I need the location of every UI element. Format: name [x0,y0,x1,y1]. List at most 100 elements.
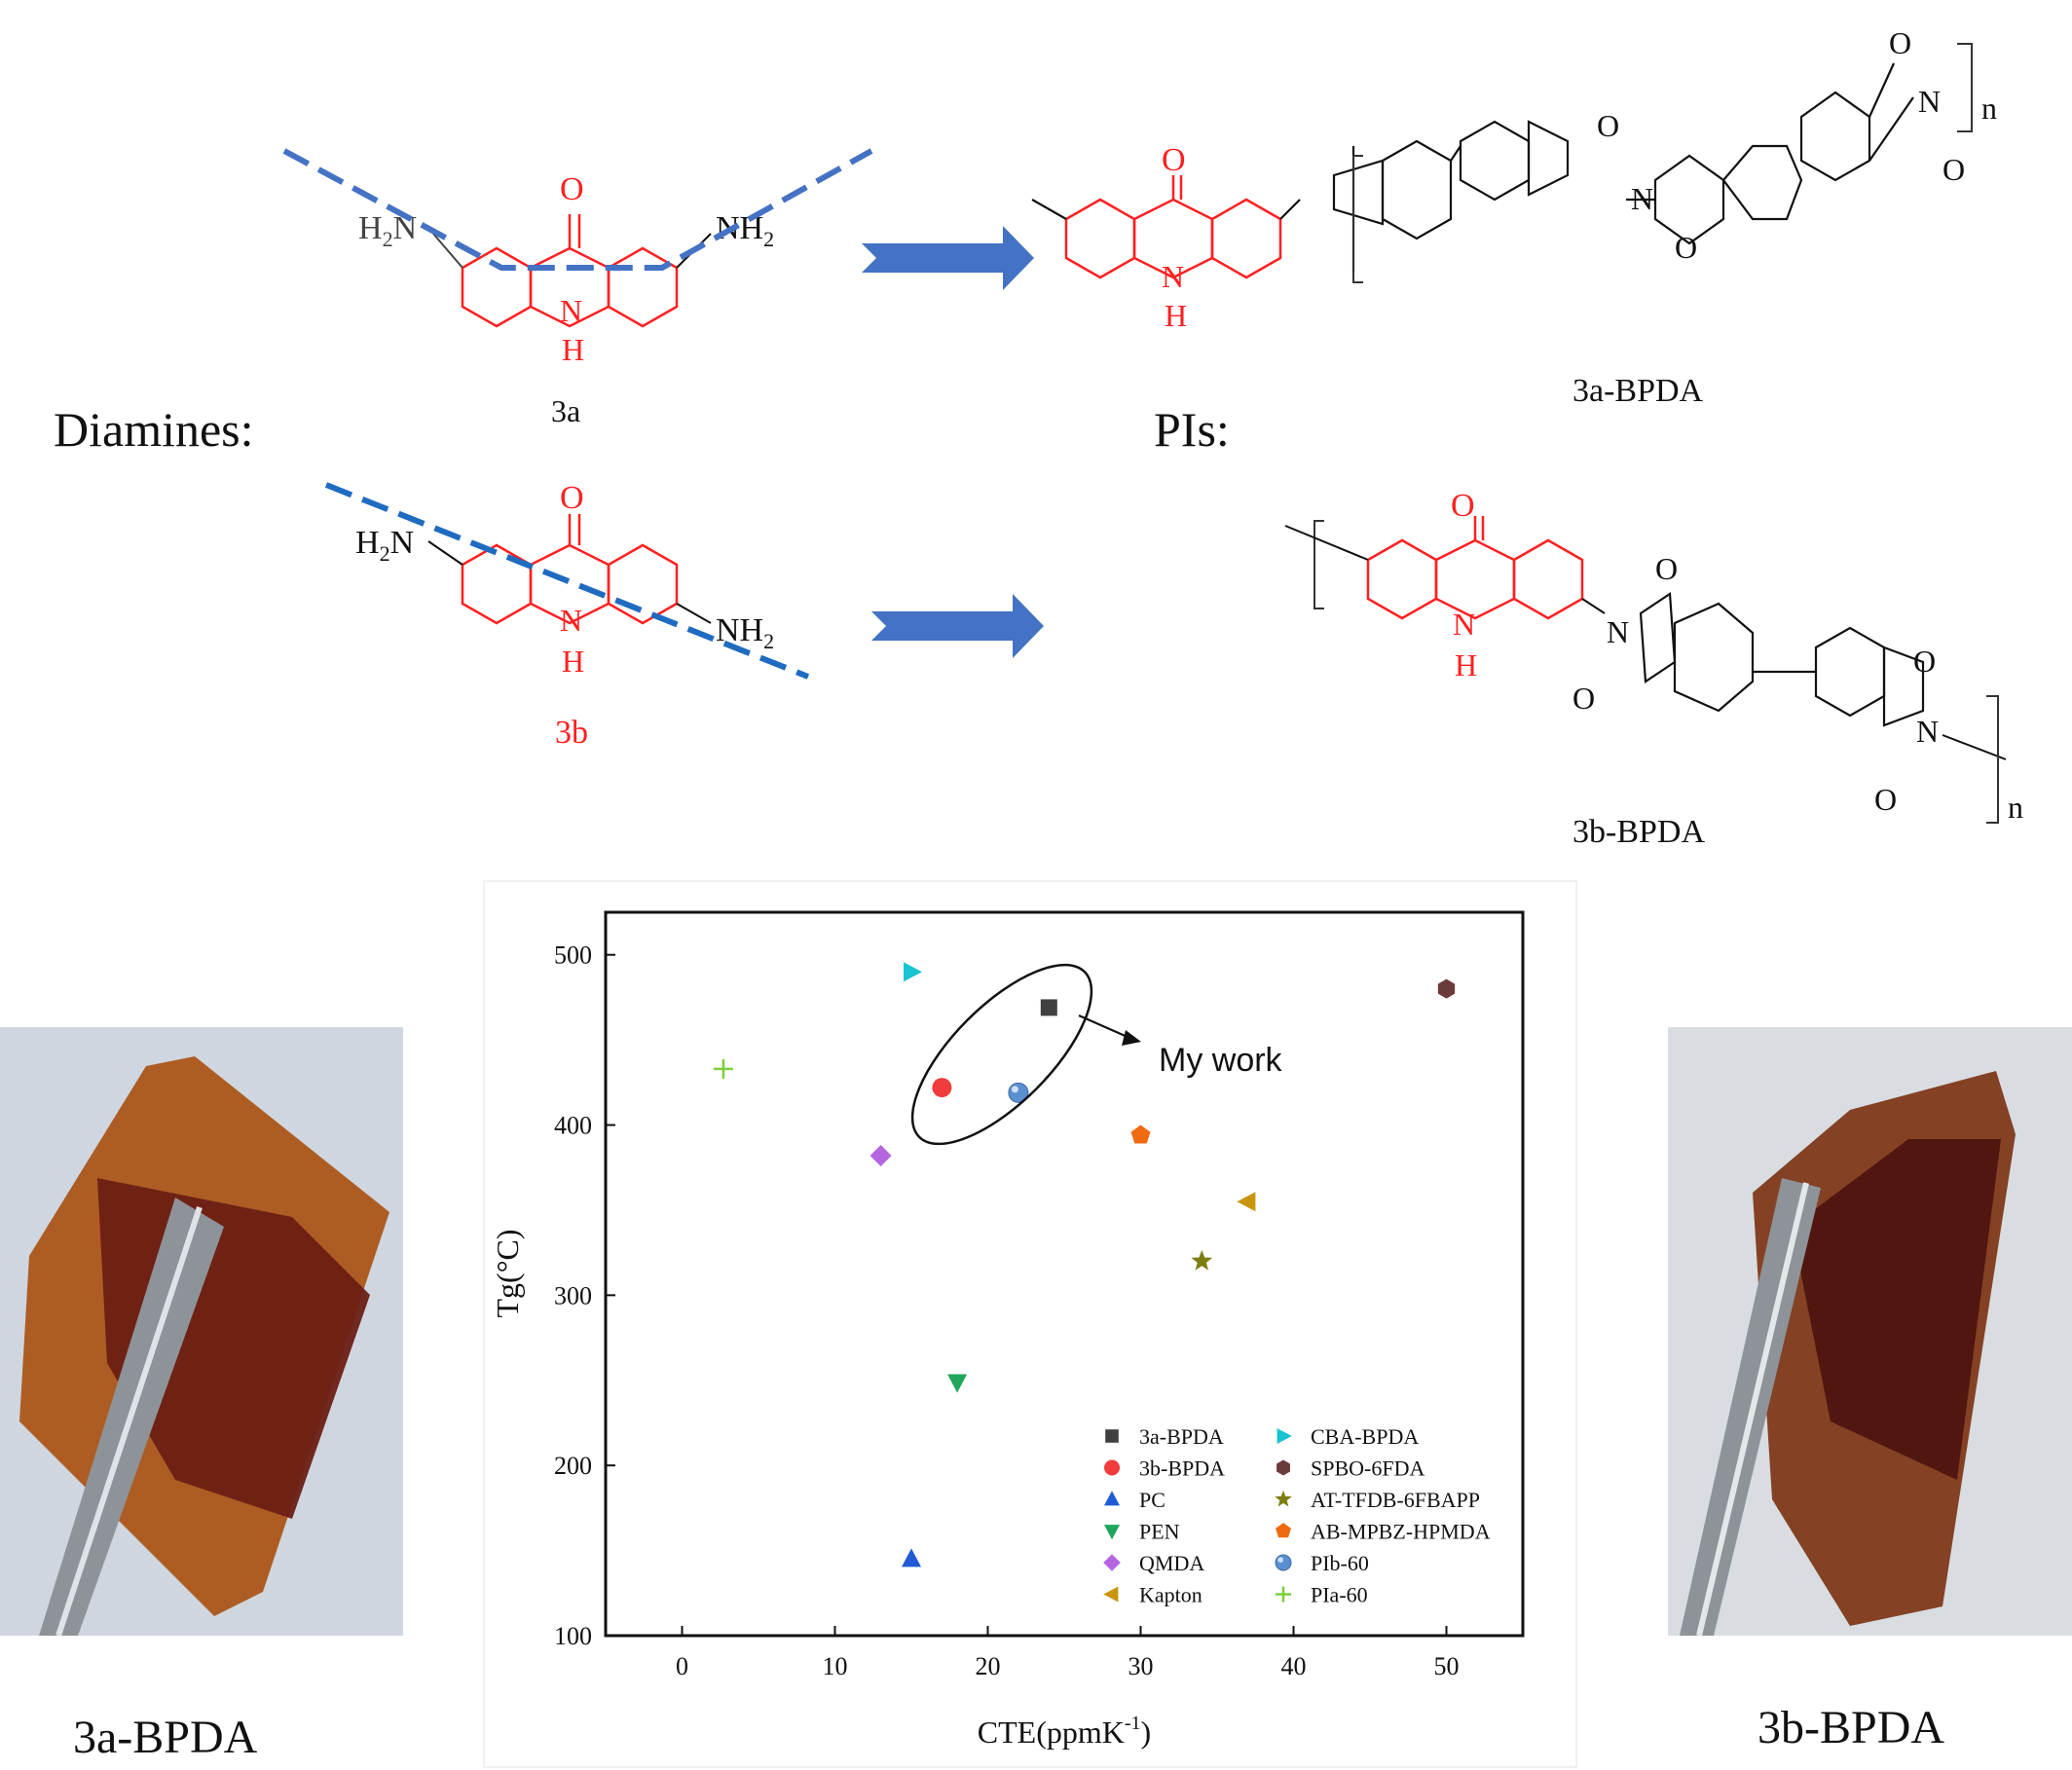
amine-left-3a: H2N [358,210,417,251]
point-pc [902,1548,921,1567]
chart-legend: 3a-BPDA 3b-BPDA PC PEN QMDA Kapton CBA-BPDA SPB… [1103,1424,1491,1607]
x-tick-label: 30 [1128,1652,1154,1680]
legend-marker-at-tfdb-6fbapp [1275,1490,1292,1507]
legend-marker-pen [1104,1525,1120,1540]
atom-n-3b: N [560,603,582,638]
atom-o2-p3a: O [1597,108,1619,143]
my-work-highlight-ellipse [910,963,1093,1146]
compound-3b-label: 3b [555,715,588,751]
x-tick-label: 0 [676,1652,688,1680]
atom-n-p3a: N [1162,259,1184,294]
legend-marker-cba-bpda [1276,1428,1292,1444]
compound-3a-label: 3a [551,393,580,428]
photo-right-caption: 3b-BPDA [1758,1702,1944,1753]
legend-label-kapton: Kapton [1139,1583,1202,1607]
x-axis-label: CTE(ppmK-1) [978,1713,1151,1750]
atom-n3-p3b: N [1916,714,1939,749]
point-kapton [1237,1192,1256,1212]
atom-h-p3b: H [1455,647,1477,682]
point-pia-60 [713,1058,733,1079]
amine-left-3b: H2N [355,525,414,566]
atom-h-3a: H [562,332,584,367]
photo-left-caption: 3a-BPDA [73,1712,258,1763]
legend-label-pc: PC [1139,1488,1166,1512]
point-3b-bpda [932,1078,952,1098]
polymer-3b-bpda-structure: O N H O N O O N O n [1284,488,2023,825]
legend-label-3a-bpda: 3a-BPDA [1139,1424,1224,1449]
legend-label-cba-bpda: CBA-BPDA [1311,1424,1419,1449]
y-tick-label: 300 [554,1281,592,1309]
y-tick-label: 500 [554,941,592,970]
photo-3a-bpda-film [0,1027,403,1637]
legend-marker-pc [1104,1491,1120,1506]
x-tick-label: 50 [1434,1652,1460,1680]
plot-area-frame [604,910,1525,1638]
atom-o4-p3a: O [1889,25,1911,60]
point-cba-bpda [904,962,922,982]
atom-o2-p3b: O [1655,551,1678,586]
photo-3b-bpda-film [1668,1027,2072,1637]
point-pib-60-highlight [1011,1086,1018,1093]
legend-label-pia-60: PIa-60 [1311,1583,1368,1607]
legend-label-pib-60: PIb-60 [1311,1551,1369,1575]
atom-n3-p3a: N [1918,84,1941,119]
legend-label-pen: PEN [1139,1520,1180,1544]
repeat-n-p3a: n [1981,91,1997,126]
atom-o-3a: O [560,171,584,207]
x-tick-label: 40 [1281,1652,1307,1680]
atom-o-p3a: O [1162,142,1186,178]
point-qmda [870,1144,892,1166]
diamine-3b-structure: O N H H2N NH2 [324,480,810,680]
y-tick-label: 200 [554,1452,592,1480]
pis-label: PIs: [1154,402,1230,457]
legend-marker-ab-mpbz-hpmda [1276,1523,1291,1538]
diamines-label: Diamines: [54,402,254,457]
point-3a-bpda [1040,999,1057,1016]
reaction-arrow-3b [871,594,1044,658]
atom-n-p3b: N [1453,607,1475,642]
my-work-arrowhead [1122,1030,1141,1046]
y-tick-label: 400 [554,1112,592,1140]
atom-h-p3a: H [1165,298,1187,333]
atom-o3-p3a: O [1675,230,1697,265]
atom-o5-p3a: O [1942,152,1965,187]
legend-label-spbo-6fda: SPBO-6FDA [1311,1457,1424,1481]
legend-marker-pib-60 [1275,1554,1292,1571]
chart-panel-border [483,880,1577,1768]
legend-label-ab-mpbz-hpmda: AB-MPBZ-HPMDA [1311,1520,1491,1544]
amine-right-3b: NH2 [716,612,774,653]
atom-o3-p3b: O [1572,681,1595,716]
point-at-tfdb-6fbapp [1191,1249,1213,1271]
annotation-my-work: My work [1159,1042,1283,1079]
legend-marker-3b-bpda [1104,1459,1120,1476]
diamine-3a-structure: O N H H2N NH2 [282,148,873,367]
legend-marker-spbo-6fda [1276,1459,1290,1476]
x-tick-label: 20 [976,1652,1001,1680]
legend-marker-qmda [1103,1554,1121,1571]
legend-label-qmda: QMDA [1139,1551,1204,1575]
point-ab-mpbz-hpmda [1130,1125,1151,1144]
point-pen [947,1374,968,1393]
legend-marker-pib-60-highlight [1277,1557,1283,1563]
y-tick-label: 100 [554,1622,592,1650]
repeat-n-p3b: n [2008,790,2023,825]
atom-n2-p3b: N [1607,614,1629,649]
atom-n-3a: N [560,293,582,328]
atom-h-3b: H [562,644,584,679]
my-work-arrow [1078,1014,1130,1040]
y-axis-label: Tg(°C) [490,1230,525,1318]
reaction-arrow-3a [862,226,1034,290]
legend-marker-pia-60 [1276,1586,1291,1603]
atom-o-3b: O [560,480,584,516]
legend-label-at-tfdb-6fbapp: AT-TFDB-6FBAPP [1311,1488,1480,1512]
tg-vs-cte-scatter-chart: 0 10 20 30 40 50 100 200 300 400 500 3a-BPDA 3b-BPD… [483,880,1577,1768]
legend-label-3b-bpda: 3b-BPDA [1139,1457,1225,1481]
atom-o4-p3b: O [1913,644,1936,679]
polymer-3a-label: 3a-BPDA [1572,373,1704,409]
polymer-3a-bpda-structure: O N H n O N O O N O [1031,25,1997,333]
legend-marker-3a-bpda [1105,1429,1119,1443]
x-tick-label: 10 [823,1652,848,1680]
atom-o-p3b: O [1451,488,1475,524]
polymer-3b-label: 3b-BPDA [1572,814,1705,850]
